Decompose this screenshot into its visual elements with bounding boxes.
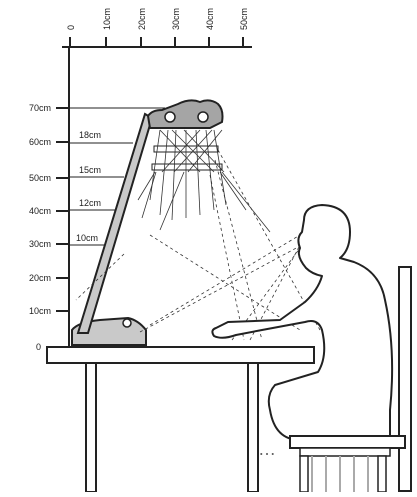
h-tick-label: 20cm — [137, 8, 147, 30]
lamp-head — [146, 99, 224, 129]
v-tick-label: 50cm — [29, 173, 51, 183]
chair-leg — [299, 455, 309, 493]
v-tick-label: 10cm — [29, 306, 51, 316]
h-tick-label: 40cm — [205, 8, 215, 30]
v-tick-label: 70cm — [29, 103, 51, 113]
light-rays — [137, 129, 271, 233]
v-zero-label: 0 — [36, 342, 41, 352]
seated-person — [211, 204, 394, 441]
chair-seat — [289, 435, 406, 449]
v-tick-label: 30cm — [29, 239, 51, 249]
arm-label-18: 18cm — [79, 130, 101, 140]
desk-lamp — [71, 99, 224, 346]
vertical-scale: 70cm 60cm 50cm 40cm 30cm 20cm 10cm 0 — [29, 47, 70, 352]
v-tick-label: 40cm — [29, 206, 51, 216]
lamp-switch-icon — [122, 318, 132, 328]
chair-back — [398, 266, 412, 492]
horizontal-scale: 0 10cm 20cm 30cm 40cm 50cm — [62, 8, 252, 48]
person-silhouette — [211, 204, 394, 441]
chair-rail — [299, 447, 391, 457]
v-tick-label: 60cm — [29, 137, 51, 147]
arm-label-15: 15cm — [79, 165, 101, 175]
lamp-arm — [76, 112, 154, 334]
h-tick-label: 10cm — [102, 8, 112, 30]
height-guides: 18cm 15cm 12cm 10cm — [69, 107, 165, 246]
lamp-bulb-icon — [164, 111, 176, 123]
desk-top — [46, 346, 315, 364]
desk-leg-right — [247, 362, 259, 493]
lamp-bulb-icon — [197, 111, 209, 123]
h-tick-label: 50cm — [239, 8, 249, 30]
h-tick-label: 30cm — [171, 8, 181, 30]
h-tick-label: 0 — [66, 25, 76, 30]
lamp-grid-lower — [151, 163, 223, 171]
v-tick-label: 20cm — [29, 273, 51, 283]
arm-label-12: 12cm — [79, 198, 101, 208]
desk-leg-left — [85, 362, 97, 493]
watermark-text: … — [258, 439, 276, 459]
arm-label-10: 10cm — [76, 233, 98, 243]
chair-leg — [377, 455, 387, 493]
desk — [46, 346, 315, 493]
